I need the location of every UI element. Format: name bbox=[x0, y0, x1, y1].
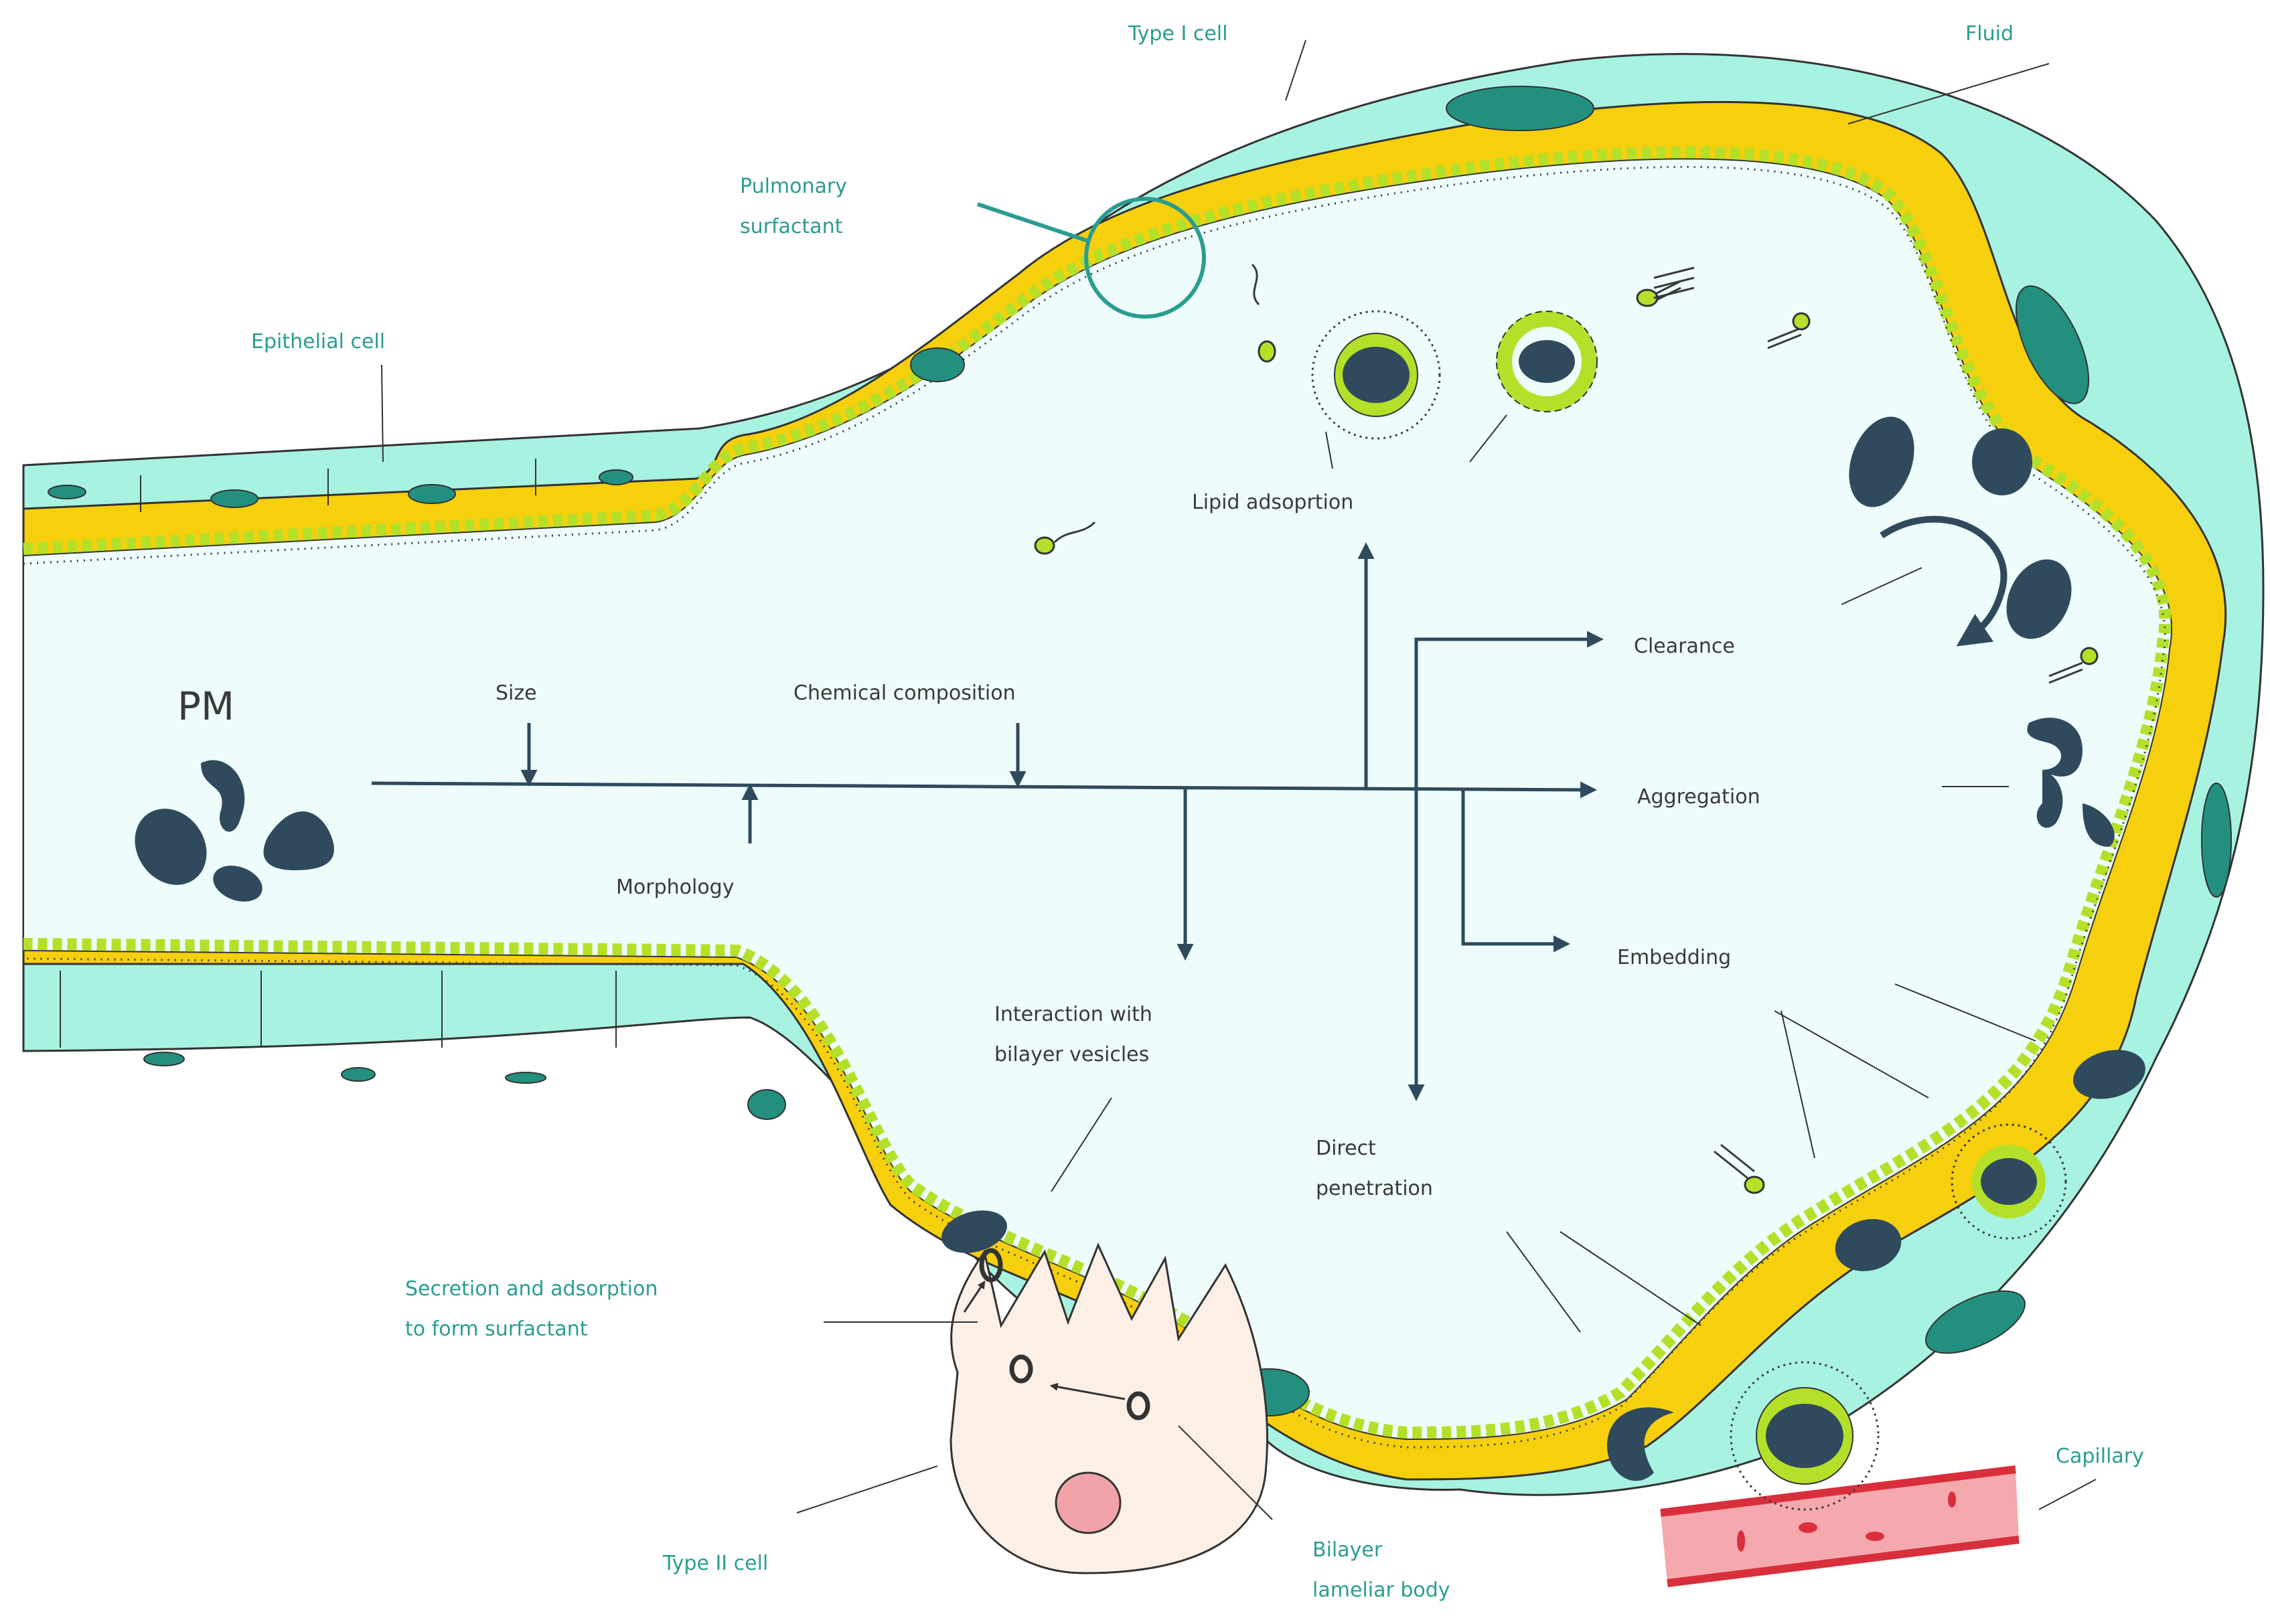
epithelial-cell-label: Epithelial cell bbox=[251, 330, 385, 353]
interaction-label-line1: Interaction with bbox=[994, 1003, 1152, 1026]
capillary-label: Capillary bbox=[2056, 1445, 2144, 1468]
lipid-adsorption-label: Lipid adsoprtion bbox=[1192, 491, 1353, 514]
fluid-label: Fluid bbox=[1965, 22, 2014, 46]
lipid-monolayer bbox=[23, 146, 2172, 1439]
pathway-arrows bbox=[371, 542, 1604, 1101]
surfactant-highlight bbox=[1084, 197, 1206, 319]
epithelial-cells bbox=[60, 459, 617, 1048]
type-ii-cell-label: Type II cell bbox=[662, 1552, 768, 1575]
lamellar-body bbox=[1126, 1391, 1150, 1420]
interaction-label-line2: bilayer vesicles bbox=[994, 1043, 1149, 1066]
free-lipids bbox=[1034, 263, 2099, 1194]
embedding-label: Embedding bbox=[1617, 946, 1731, 969]
pm-particles bbox=[135, 416, 2145, 1481]
leader-lines bbox=[381, 39, 2097, 1520]
morphology-label: Morphology bbox=[616, 876, 734, 899]
lamellar-body-label-line1: Bilayer bbox=[1312, 1538, 1383, 1562]
direct-penetration-label-line2: penetration bbox=[1316, 1177, 1433, 1200]
lamellar-body bbox=[979, 1248, 1003, 1283]
clearance-label: Clearance bbox=[1634, 635, 1735, 658]
secretion-label-line2: to form surfactant bbox=[405, 1317, 588, 1341]
lamellar-body-label-line2: lameliar body bbox=[1312, 1578, 1450, 1602]
pulmonary-surfactant-label-line2: surfactant bbox=[740, 215, 843, 238]
clearance-curve-arrow bbox=[1880, 515, 2008, 647]
size-label: Size bbox=[496, 681, 537, 705]
chemical-composition-label: Chemical composition bbox=[793, 681, 1016, 705]
capillary bbox=[1660, 1465, 2020, 1587]
lipid-coated-particles bbox=[1311, 310, 2067, 1511]
cell-nuclei bbox=[48, 86, 2232, 1416]
aggregation-label: Aggregation bbox=[1637, 785, 1760, 809]
pm-label: PM bbox=[177, 683, 234, 729]
lamellar-body bbox=[1009, 1354, 1033, 1384]
type-i-cell-label: Type I cell bbox=[1128, 22, 1227, 46]
pulmonary-surfactant-label-line1: Pulmonary bbox=[740, 175, 847, 198]
direct-penetration-label-line1: Direct bbox=[1316, 1137, 1376, 1160]
type-ii-cell bbox=[950, 1242, 1268, 1574]
secretion-label-line1: Secretion and adsorption bbox=[405, 1277, 658, 1301]
